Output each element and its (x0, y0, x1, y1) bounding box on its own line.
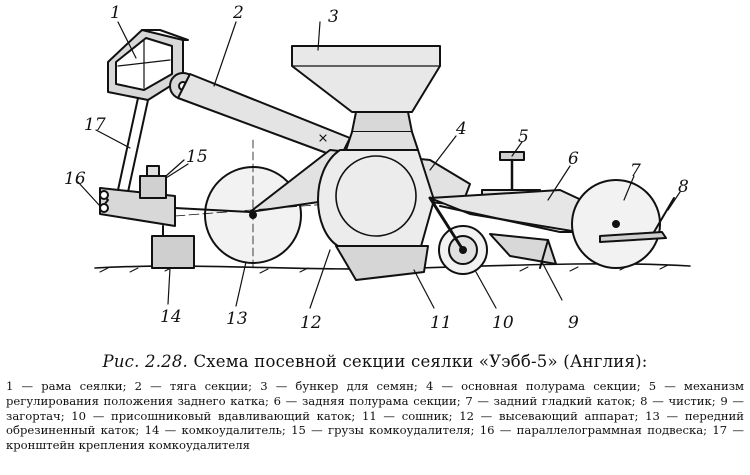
callout-5: 5 (518, 127, 529, 147)
callout-numbers: 1 2 3 4 5 6 7 8 9 10 11 12 13 14 15 16 1… (64, 3, 689, 333)
legend-item: 13 — передний обрезиненный каток; (6, 408, 745, 438)
legend-item: 1 — рама сеялки; (6, 379, 127, 393)
callout-3: 3 (328, 7, 339, 27)
seed-meter (317, 149, 435, 251)
callout-13: 13 (226, 309, 248, 329)
leader-lines (77, 21, 681, 309)
rear-roller (571, 179, 661, 269)
legend-item: 8 — чистик; (640, 393, 716, 408)
legend-item: 12 — высевающий аппарат; (459, 408, 639, 423)
legend-item: 9 — загортач; (6, 393, 745, 423)
figure-number: Рис. 2.28. (102, 352, 188, 371)
legend-item: 2 — тяга секции; (134, 379, 253, 393)
callout-1: 1 (110, 3, 121, 23)
clod-remover (151, 225, 195, 269)
seeder-frame (107, 29, 189, 101)
callout-16: 16 (64, 169, 86, 189)
callout-8: 8 (678, 177, 689, 197)
callout-9: 9 (568, 313, 579, 333)
callout-14: 14 (160, 307, 182, 327)
legend-item: 7 — задний гладкий каток; (465, 393, 636, 408)
legend-item: 11 — сошник; (362, 408, 453, 423)
legend-item: 15 — грузы комкоудалителя; (291, 423, 475, 438)
callout-7: 7 (630, 161, 641, 181)
callout-17: 17 (84, 115, 106, 135)
callout-15: 15 (186, 147, 208, 167)
figure-legend: 1 — рама сеялки; 2 — тяга секции; 3 — бу… (6, 379, 744, 453)
callout-11: 11 (430, 313, 452, 333)
callout-10: 10 (492, 313, 514, 333)
legend-item: 4 — основная полурама секции; (425, 379, 641, 393)
section-link (169, 72, 351, 159)
legend-item: 6 — задняя полурама секции; (273, 393, 461, 408)
legend-item: 16 — параллелограммная подвеска; (479, 423, 708, 438)
callout-6: 6 (568, 149, 579, 169)
remover-bracket (99, 97, 176, 227)
press-wheel (428, 196, 488, 275)
remover-weights (139, 159, 185, 199)
covering-device (489, 233, 557, 269)
seeder-section-diagram: 1 2 3 4 5 6 7 8 9 10 11 12 13 14 15 16 1… (64, 3, 691, 333)
figure-caption: Рис. 2.28. Схема посевной секции сеялки … (0, 352, 750, 371)
scraper (599, 197, 675, 243)
figure-title: Схема посевной секции сеялки «Уэбб-5» (А… (193, 352, 648, 371)
legend-item: 10 — присошниковый вдавливающий каток; (71, 408, 356, 423)
legend-item: 17 — кронштейн крепления комкоудалителя (6, 423, 745, 453)
legend-item: 14 — комкоудалитель; (144, 423, 286, 438)
legend-item: 5 — механизм регулирования положения зад… (6, 379, 745, 408)
callout-12: 12 (300, 313, 322, 333)
callout-4: 4 (455, 119, 467, 139)
coulter (335, 245, 429, 281)
legend-item: 3 — бункер для семян; (260, 379, 418, 393)
callout-2: 2 (232, 3, 244, 23)
